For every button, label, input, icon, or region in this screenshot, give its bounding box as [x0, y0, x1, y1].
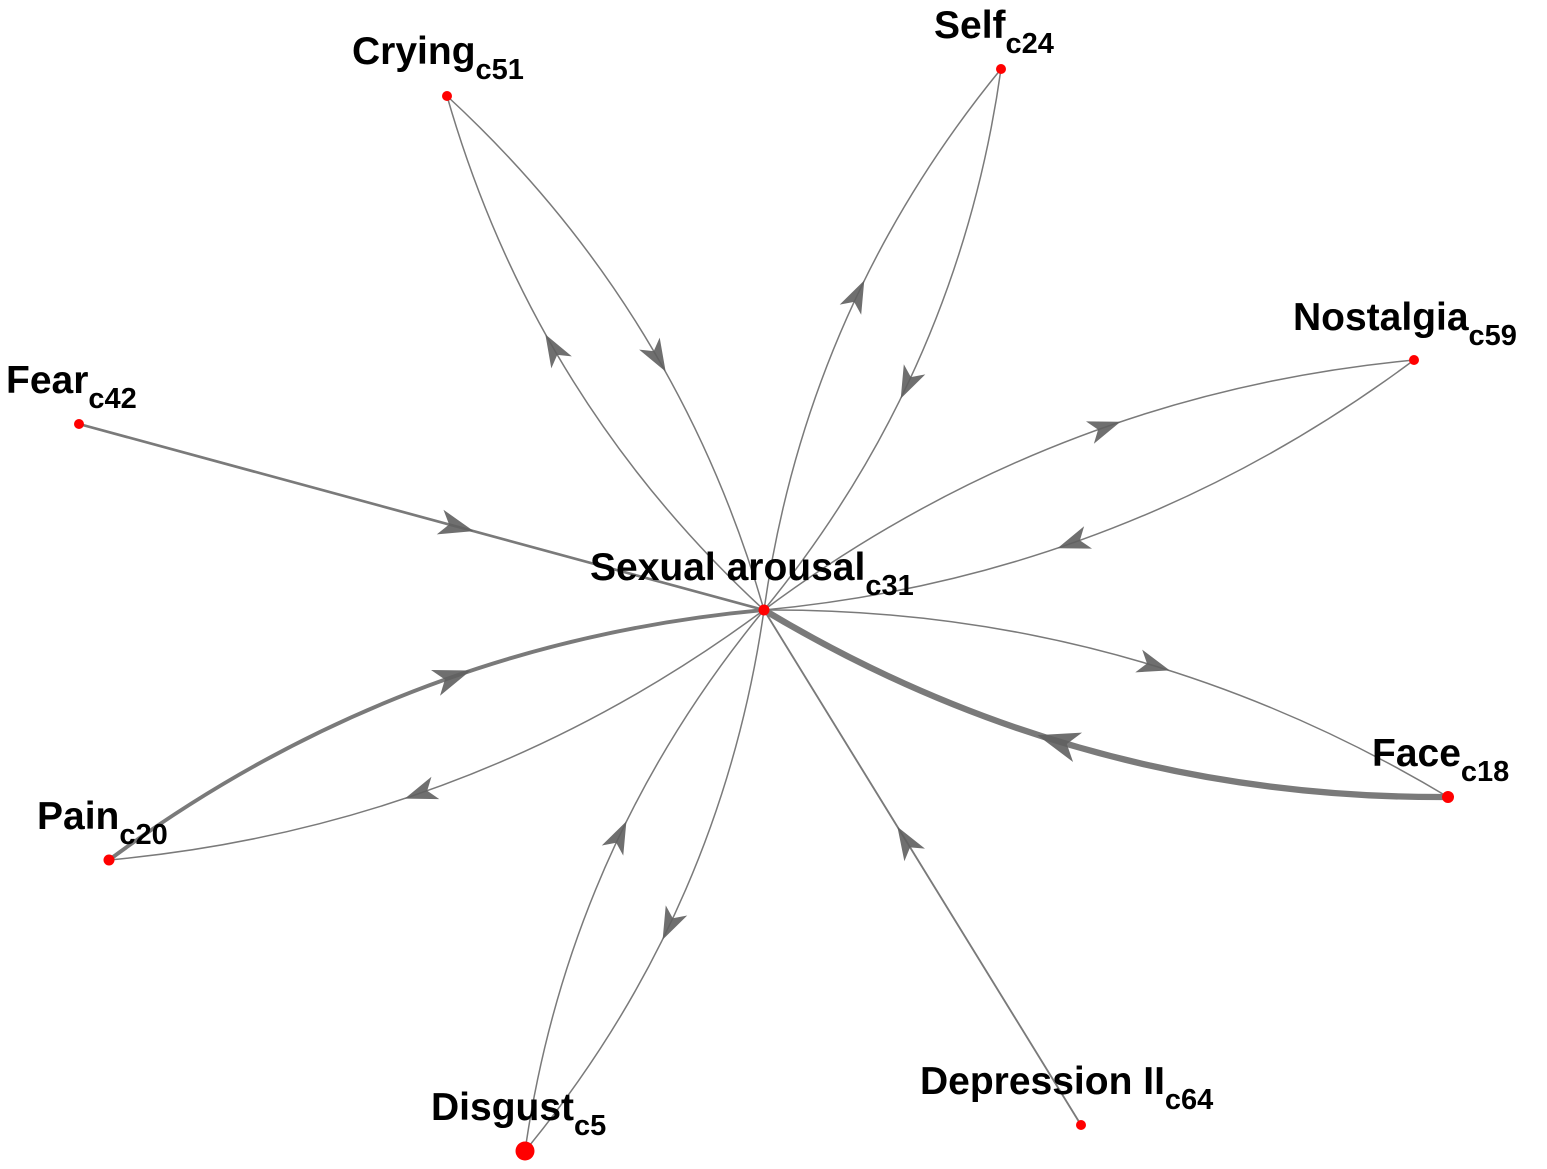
arrowhead-c20-c31 — [431, 669, 471, 696]
edge-c31-c59 — [763, 359, 1415, 611]
label-c51-name: Crying — [352, 30, 476, 73]
node-c51[interactable] — [442, 91, 452, 101]
label-c64-name: Depression II — [920, 1060, 1165, 1103]
label-c20-sub: c20 — [119, 819, 167, 851]
label-c51: Cryingc51 — [352, 30, 524, 86]
arrowhead-c5-c31 — [601, 821, 627, 856]
label-c64: Depression IIc64 — [920, 1060, 1213, 1116]
arrowhead-c31-c51 — [545, 334, 572, 369]
edge-c51-c31 — [446, 95, 765, 611]
arrowhead-c31-c20 — [404, 776, 440, 800]
edge-c20-c31 — [107, 608, 765, 862]
edge-c31-c20 — [108, 609, 765, 861]
arrowhead-c51-c31 — [639, 337, 666, 372]
label-c59-sub: c59 — [1469, 320, 1517, 352]
node-c24[interactable] — [996, 64, 1006, 74]
label-c59-name: Nostalgia — [1293, 296, 1469, 339]
label-c31: Sexual arousalc31 — [590, 546, 914, 602]
label-c20: Painc20 — [37, 795, 168, 851]
label-c5: Disgustc5 — [431, 1086, 606, 1142]
label-c5-name: Disgust — [431, 1086, 574, 1129]
node-c64[interactable] — [1076, 1120, 1086, 1130]
label-c64-sub: c64 — [1165, 1084, 1213, 1116]
edge-c31-c5 — [524, 609, 765, 1152]
label-c20-name: Pain — [37, 795, 119, 838]
edge-layer — [78, 68, 1449, 1152]
label-c42-sub: c42 — [88, 383, 136, 415]
arrowhead-c31-c18 — [1135, 649, 1170, 673]
label-c42: Fearc42 — [6, 359, 137, 415]
label-c18-name: Face — [1372, 732, 1461, 775]
label-c59: Nostalgiac59 — [1293, 296, 1517, 352]
arrowhead-c31-c24 — [839, 280, 865, 315]
label-c24-sub: c24 — [1006, 28, 1054, 60]
node-c20[interactable] — [103, 854, 115, 866]
arrowhead-c64-c31 — [897, 826, 925, 862]
arrow-layer — [404, 280, 1170, 940]
edge-c5-c31 — [524, 609, 765, 1152]
edge-c64-c31 — [763, 609, 1082, 1126]
edge-c31-c51 — [446, 95, 765, 611]
arrowhead-c59-c31 — [1057, 526, 1093, 549]
edge-c31-c24 — [763, 68, 1002, 611]
node-c18[interactable] — [1442, 791, 1454, 803]
label-c42-name: Fear — [6, 359, 88, 402]
arrowhead-c24-c31 — [900, 364, 926, 399]
node-c59[interactable] — [1409, 355, 1419, 365]
node-c42[interactable] — [74, 419, 84, 429]
label-c24: Selfc24 — [934, 4, 1054, 60]
arrowhead-c42-c31 — [436, 509, 474, 535]
label-c18: Facec18 — [1372, 732, 1509, 788]
label-c24-name: Self — [934, 4, 1007, 47]
node-c5[interactable] — [515, 1141, 535, 1161]
arrowhead-c31-c59 — [1085, 421, 1121, 444]
label-layer: Sexual arousalc31 Cryingc51 Selfc24 Nost… — [6, 4, 1517, 1142]
edge-c18-c31 — [762, 607, 1449, 801]
label-c51-sub: c51 — [476, 54, 524, 86]
edge-c42-c31 — [78, 422, 765, 612]
label-c31-name: Sexual arousal — [590, 546, 865, 589]
edge-c24-c31 — [763, 68, 1002, 611]
label-c31-sub: c31 — [865, 570, 913, 602]
arrowhead-c31-c5 — [662, 905, 688, 940]
node-c31[interactable] — [758, 604, 770, 616]
edge-c31-c18 — [763, 609, 1449, 798]
label-c5-sub: c5 — [574, 1110, 606, 1142]
edge-c59-c31 — [763, 359, 1415, 611]
label-c18-sub: c18 — [1461, 756, 1509, 788]
node-layer — [74, 64, 1454, 1161]
arrowhead-c18-c31 — [1037, 732, 1083, 763]
